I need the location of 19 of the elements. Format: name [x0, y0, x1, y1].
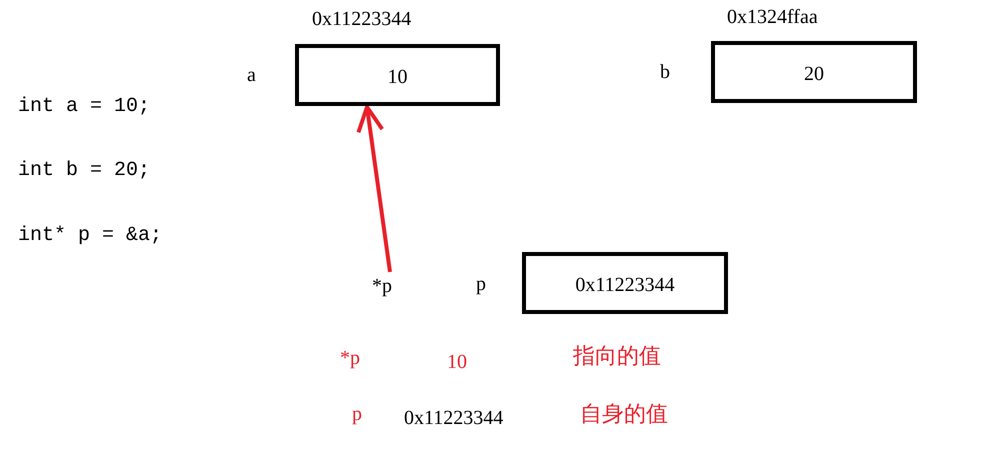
code-line: int b = 20;	[18, 161, 150, 181]
variable-name: a	[247, 65, 256, 85]
variable-name: b	[660, 62, 670, 82]
annotation-text: p	[352, 404, 362, 424]
value-text: 0x11223344	[574, 275, 676, 295]
annotation-text: 自身的值	[580, 404, 668, 426]
code-line: int a = 10;	[18, 97, 150, 117]
annotation-text: 10	[447, 352, 467, 372]
code-line: int* p = &a;	[18, 226, 162, 246]
annotation-text: 指向的值	[573, 346, 661, 368]
value-text: 20	[803, 64, 825, 84]
address-label: 0x11223344	[312, 9, 412, 29]
value-text: 10	[386, 67, 408, 87]
variable-name: p	[476, 274, 486, 294]
annotation-text: *p	[340, 348, 360, 368]
address-label: 0x1324ffaa	[727, 7, 818, 27]
arrow	[356, 105, 392, 272]
annotation-text: 0x11223344	[404, 408, 504, 428]
variable-label: *p	[372, 276, 392, 296]
